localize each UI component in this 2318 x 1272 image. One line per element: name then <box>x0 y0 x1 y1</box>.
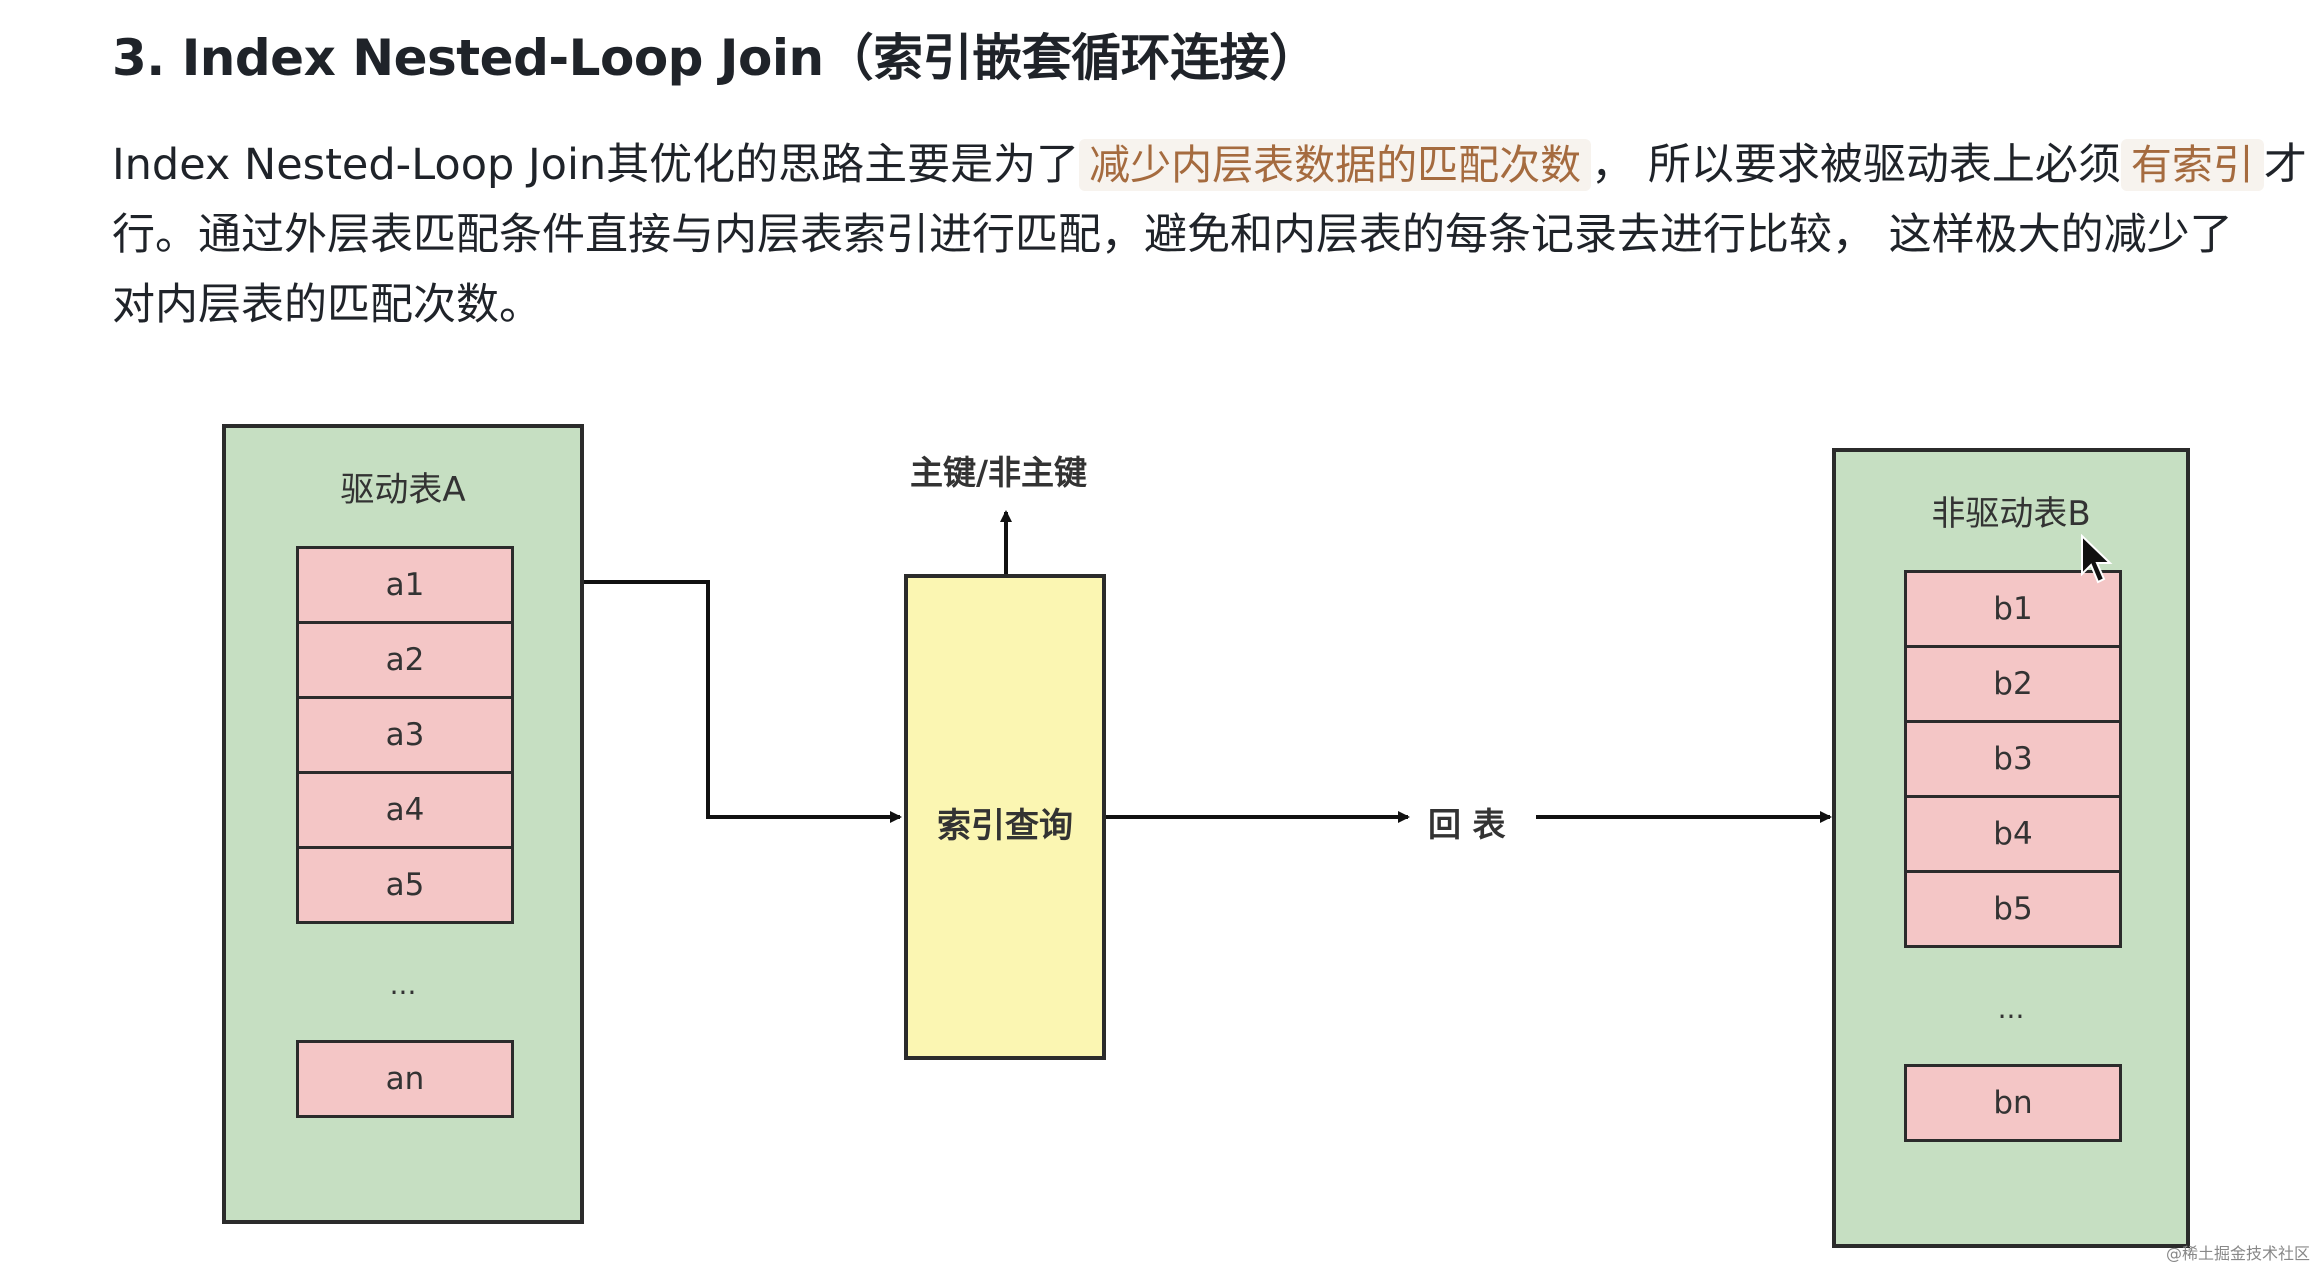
watermark: @稀土掘金技术社区 <box>2165 1244 2310 1263</box>
paragraph-line-3: 对内层表的匹配次数。 <box>112 280 542 330</box>
driven-table-title: 非驱动表B <box>1931 494 2091 534</box>
paragraph-line-1: Index Nested-Loop Join其优化的思路主要是为了减少内层表数据… <box>112 130 2312 200</box>
table-row-last: an <box>296 1040 514 1118</box>
inline-code-highlight: 减少内层表数据的匹配次数 <box>1079 139 1592 191</box>
description-paragraph: Index Nested-Loop Join其优化的思路主要是为了减少内层表数据… <box>112 130 2312 340</box>
index-lookup-box: 索引查询 <box>904 574 1106 1060</box>
table-row: b4 <box>1904 795 2122 873</box>
table-row-last: bn <box>1904 1064 2122 1142</box>
ellipsis: ... <box>389 968 417 1001</box>
paragraph-line-2: 行。通过外层表匹配条件直接与内层表索引进行匹配，避免和内层表的每条记录去进行比较… <box>112 210 2233 260</box>
table-row: a1 <box>296 546 514 624</box>
paragraph-text: 才 <box>2263 140 2307 190</box>
key-label: 主键/非主键 <box>910 453 1088 492</box>
paragraph-text: Index Nested-Loop Join其优化的思路主要是为了 <box>112 140 1080 190</box>
table-row: a5 <box>296 846 514 924</box>
index-lookup-label: 索引查询 <box>937 806 1073 846</box>
table-row: a2 <box>296 621 514 699</box>
table-row: b2 <box>1904 645 2122 723</box>
driver-table-a: 驱动表A a1 a2 a3 a4 a5 ... an <box>222 424 584 1224</box>
table-row: b5 <box>1904 870 2122 948</box>
back-to-table-label: 回 表 <box>1428 805 1506 844</box>
section-heading: 3. Index Nested-Loop Join（索引嵌套循环连接） <box>112 29 1319 87</box>
driver-table-title: 驱动表A <box>340 470 466 510</box>
table-row: b3 <box>1904 720 2122 798</box>
arrow-a1-to-index <box>512 580 902 823</box>
mouse-cursor-icon <box>2081 534 2113 584</box>
table-row: a4 <box>296 771 514 849</box>
table-row: a3 <box>296 696 514 774</box>
driven-table-b: 非驱动表B b1 b2 b3 b4 b5 ... bn <box>1832 448 2190 1248</box>
inline-code-highlight: 有索引 <box>2120 139 2264 191</box>
paragraph-text: ， 所以要求被驱动表上必须 <box>1591 140 2121 190</box>
ellipsis: ... <box>1997 992 2025 1025</box>
